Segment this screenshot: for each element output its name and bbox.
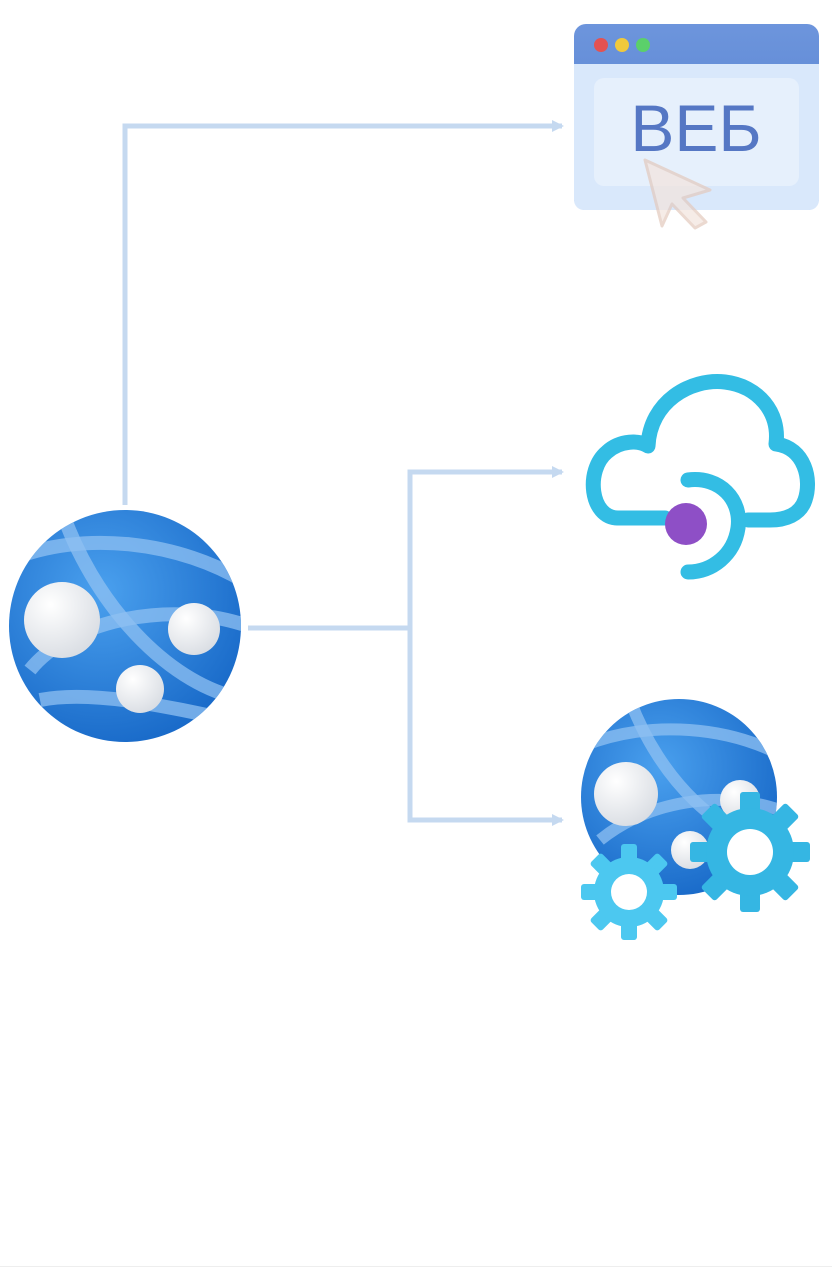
bottom-divider — [0, 1266, 832, 1267]
web-app-node: ВЕБ — [574, 24, 819, 230]
mobile-app-node — [581, 699, 810, 940]
app-service-node — [9, 510, 241, 742]
gear-large-icon — [690, 792, 810, 912]
window-maximize-dot — [636, 38, 650, 52]
cursor-arrow-icon — [643, 158, 712, 230]
api-dot — [665, 503, 707, 545]
edge-app-service-to-api-app — [407, 466, 564, 820]
gear-small-icon — [581, 844, 677, 940]
web-app-label: ВЕБ — [630, 91, 761, 165]
globe-network-icon — [9, 510, 241, 742]
window-close-dot — [594, 38, 608, 52]
browser-window-icon: ВЕБ — [574, 24, 819, 230]
cloud-api-icon — [585, 374, 815, 580]
window-minimize-dot — [615, 38, 629, 52]
connectors — [122, 120, 564, 826]
api-app-node — [585, 374, 815, 580]
edge-app-service-to-mobile-app — [407, 628, 564, 826]
edge-app-service-to-web-app — [122, 120, 564, 505]
globe-gears-icon — [581, 699, 810, 940]
